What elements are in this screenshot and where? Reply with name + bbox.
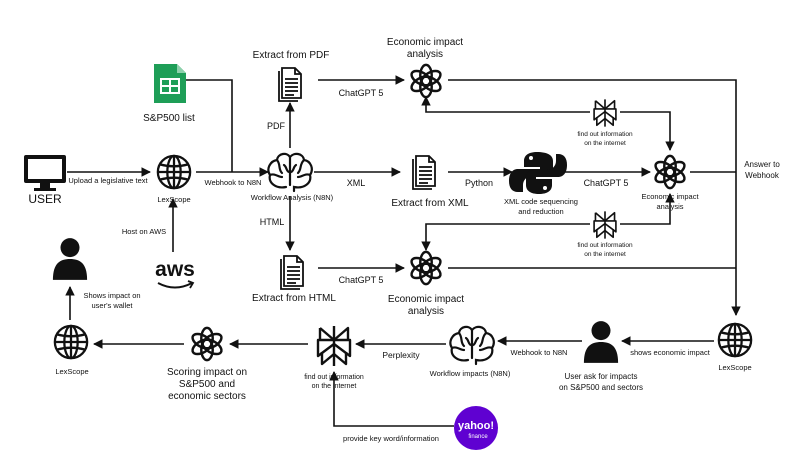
label-chatgpt-mid: ChatGPT 5 [584,178,629,188]
edge-yahoo-to-perplexity [329,371,454,427]
label-host-aws: Host on AWS [122,227,166,236]
openai-icon-bottom [407,250,445,286]
label-econ-bottom-2: analysis [408,306,444,317]
globe-icon-left [53,324,89,360]
label-scoring-1: Scoring impact on [167,367,247,378]
globe-icon [156,154,192,190]
label-pdf: PDF [267,121,286,131]
label-scoring-2: S&P500 and [179,379,235,390]
label-lexscope-right: LexScope [718,363,751,372]
label-workflow-impacts: Workflow impacts (N8N) [430,369,511,378]
aws-logo-text: aws [155,258,195,281]
edge-top-openai-to-answer [448,79,741,316]
label-econ-top-2: analysis [407,49,443,60]
html-document-icon [280,255,304,290]
label-xml-seq-2: and reduction [518,207,563,216]
label-find-out-2b: on the internet [584,251,626,258]
brain-icon-impacts [449,325,496,366]
edge-perplexity2-to-openai-bottom [421,223,590,251]
label-econ-bottom-1: Economic impact [388,294,464,305]
label-shows-wallet-1: Shows impact on [83,291,140,300]
label-scoring-3: economic sectors [168,391,246,402]
label-sp500: S&P500 list [143,113,195,124]
person-icon-right [583,321,619,363]
label-shows-econ: shows economic impact [630,348,711,357]
label-lexscope-top: LexScope [157,195,190,204]
label-shows-wallet-2: user's wallet [91,301,133,310]
edge-perplexity2-to-openai-right [620,193,675,225]
label-find-out-1a: find out information [577,131,633,138]
google-sheets-icon [154,64,186,103]
label-econ-right-2: analysis [656,202,683,211]
label-find-out-2a: find out information [577,242,633,249]
yahoo-finance-logo: yahoo! finance [454,406,498,450]
label-econ-right-1: Economic impact [641,192,699,201]
label-python: Python [465,178,493,188]
brain-icon [267,152,314,193]
label-chatgpt-top: ChatGPT 5 [339,88,384,98]
perplexity-icon-bottom [316,324,352,368]
aws-logo: aws [155,258,195,289]
label-extract-xml: Extract from XML [391,198,469,209]
perplexity-icon-top [593,98,617,128]
yahoo-logo-text: yahoo! [458,420,494,432]
label-webhook-top: Webhook to N8N [205,178,262,187]
label-find-out-3b: on the internet [312,383,357,390]
label-extract-html: Extract from HTML [252,293,336,304]
label-provide-keyword: provide key word/information [343,434,439,443]
yahoo-finance-text: finance [468,434,488,440]
python-icon [509,152,567,194]
label-answer-webhook-1: Answer to [744,160,780,169]
pdf-document-icon [278,67,302,102]
label-answer-webhook-2: Webhook [745,171,780,180]
label-webhook-bottom: Webhook to N8N [511,348,568,357]
label-user: USER [28,192,62,206]
person-icon-left [52,238,88,280]
perplexity-icon-mid [593,210,617,240]
label-user-ask-2: on S&P500 and sectors [559,383,643,392]
openai-icon-scoring [188,326,226,362]
monitor-icon [24,155,66,191]
label-extract-pdf: Extract from PDF [253,50,330,61]
edge-sp500-to-workflow [186,79,233,172]
edge-perplexity1-to-openai-right [620,111,675,151]
label-find-out-1b: on the internet [584,140,626,147]
label-find-out-3a: find out information [304,374,364,381]
label-chatgpt-bottom: ChatGPT 5 [339,275,384,285]
label-perplexity: Perplexity [382,350,420,360]
label-econ-top-1: Economic impact [387,37,463,48]
openai-icon-top [407,63,445,99]
edges [65,75,741,427]
label-lexscope-left: LexScope [55,367,88,376]
xml-document-icon [412,155,436,190]
label-workflow-analysis: Workflow Analysis (N8N) [251,193,334,202]
globe-icon-right [717,322,753,358]
label-user-ask-1: User ask for impacts [565,372,638,381]
label-xml-seq-1: XML code sequencing [504,197,578,206]
label-upload: Upload a legislative text [68,176,148,185]
label-html: HTML [260,217,285,227]
openai-icon-right [651,154,689,190]
edge-perplexity1-to-openai-top [421,96,590,113]
label-xml: XML [347,178,366,188]
